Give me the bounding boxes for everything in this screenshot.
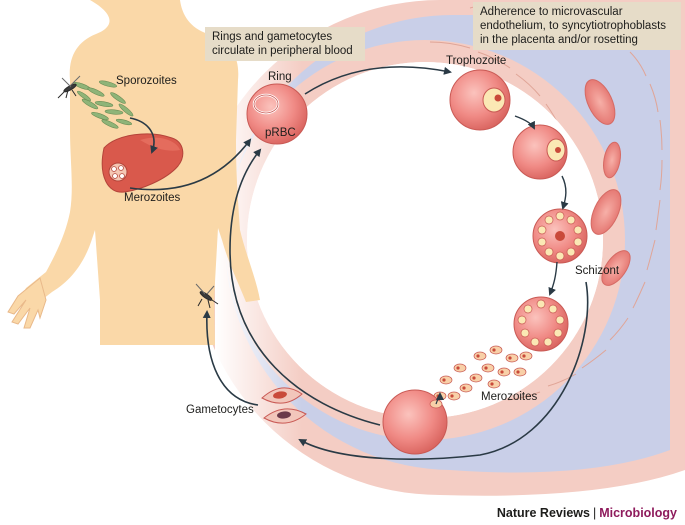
adherence-caption-line1: Adherence to microvascular	[480, 6, 623, 18]
label-gametocytes: Gametocytes	[186, 404, 254, 416]
label-ring: Ring	[268, 71, 292, 83]
label-schizont: Schizont	[575, 265, 620, 277]
credit-journal: Nature Reviews	[496, 506, 590, 520]
trophozoite-cell	[512, 124, 568, 180]
schizont-cell	[532, 208, 588, 264]
mosquito-icon	[195, 283, 219, 309]
label-merozoites-liver: Merozoites	[124, 192, 181, 204]
life-cycle-arrows	[129, 66, 589, 460]
adherence-caption-line3: in the placenta and/or rosetting	[480, 34, 638, 46]
arrow-tropho-to-tropho	[514, 115, 535, 130]
circulation-caption-line2: circulate in peripheral blood	[212, 45, 353, 57]
ring-prbc	[246, 83, 308, 145]
red-blood-cells	[584, 79, 631, 286]
invaded-rbc	[382, 389, 448, 455]
label-prbc: pRBC	[265, 127, 296, 139]
adherence-caption-line2: endothelium, to syncytiotrophoblasts	[480, 20, 667, 32]
arrow-rbc-to-ring	[229, 148, 381, 426]
credit-section: Microbiology	[599, 506, 677, 520]
label-trophozoite: Trophozoite	[446, 55, 507, 67]
label-merozoites-blood: Merozoites	[481, 391, 538, 403]
mosquito-icon	[57, 75, 81, 99]
sporozoites	[73, 80, 134, 129]
gametocytes-cells	[261, 387, 307, 424]
arrow-tropho-to-schizont	[560, 175, 569, 210]
journal-credit: Nature Reviews|Microbiology	[497, 506, 677, 520]
credit-separator: |	[592, 506, 597, 520]
arrow-schizont-long	[298, 281, 589, 460]
arrow-liver-to-blood	[129, 138, 252, 191]
circulation-caption: Rings and gametocytes circulate in perip…	[205, 27, 365, 61]
arrow-gametocytes-to-mosquito	[202, 310, 259, 406]
free-merozoites	[433, 345, 533, 401]
arrow-ring-to-trophozoite	[304, 66, 452, 95]
arrow-sporozoites-to-liver	[129, 117, 158, 154]
circulation-caption-line1: Rings and gametocytes	[212, 31, 333, 43]
liver	[101, 133, 184, 193]
hand	[7, 277, 47, 329]
trophozoite-cell	[449, 69, 511, 131]
liver-lobe	[140, 137, 180, 151]
adherence-caption: Adherence to microvascular endothelium, …	[473, 2, 681, 50]
liver-schizont	[108, 162, 128, 182]
arrow-merozoites-to-rbc	[435, 392, 444, 405]
label-sporozoites: Sporozoites	[116, 75, 177, 87]
arrow-schizont-to-burst	[548, 261, 558, 296]
bursting-schizont	[513, 296, 569, 352]
